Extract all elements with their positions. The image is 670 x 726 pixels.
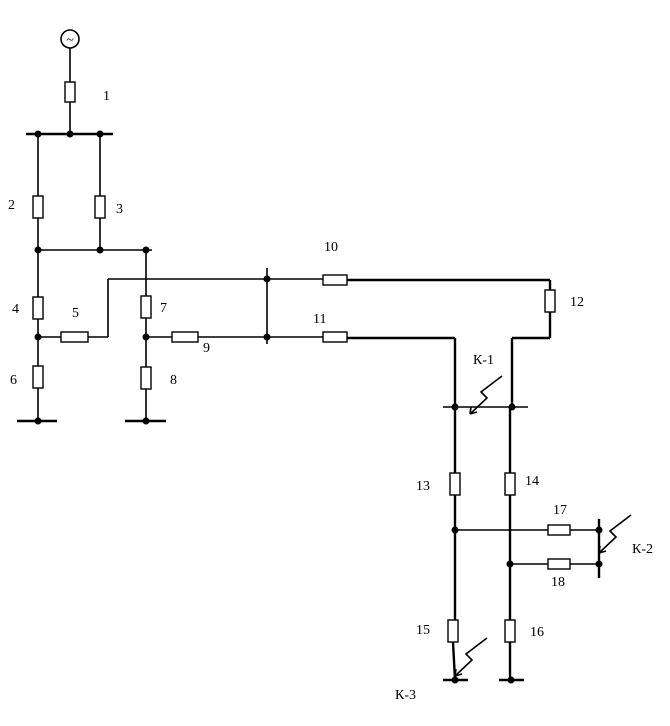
label-4: 4 (12, 302, 19, 317)
fault-k3-icon (454, 637, 488, 677)
label-5: 5 (72, 306, 79, 321)
fault-k2-icon (598, 514, 632, 554)
label-11: 11 (313, 312, 326, 327)
label-2: 2 (8, 198, 15, 213)
element-13 (449, 472, 461, 496)
element-9 (171, 331, 199, 343)
element-2 (32, 195, 44, 219)
element-6 (32, 365, 44, 389)
label-15: 15 (416, 623, 430, 638)
label-14: 14 (525, 474, 539, 489)
label-6: 6 (10, 373, 17, 388)
element-8 (140, 366, 152, 390)
label-7: 7 (160, 301, 167, 316)
element-15 (447, 619, 459, 643)
label-k1: К-1 (473, 353, 494, 368)
label-9: 9 (203, 341, 210, 356)
label-1: 1 (103, 89, 110, 104)
element-5 (60, 331, 89, 343)
label-12: 12 (570, 295, 584, 310)
generator-source: ~ (60, 29, 80, 49)
label-17: 17 (553, 503, 567, 518)
element-1 (64, 81, 76, 103)
element-7 (140, 295, 152, 319)
element-3 (94, 195, 106, 219)
element-14 (504, 472, 516, 496)
source-symbol: ~ (66, 33, 74, 48)
label-18: 18 (551, 575, 565, 590)
label-k3: К-3 (395, 688, 416, 703)
element-11 (322, 331, 348, 343)
fault-k1-icon (469, 375, 503, 415)
label-13: 13 (416, 479, 430, 494)
label-10: 10 (324, 240, 338, 255)
element-12 (544, 289, 556, 313)
element-4 (32, 296, 44, 320)
element-16 (504, 619, 516, 643)
label-16: 16 (530, 625, 544, 640)
label-k2: К-2 (632, 542, 653, 557)
element-17 (547, 524, 571, 536)
label-8: 8 (170, 373, 177, 388)
element-18 (547, 558, 571, 570)
label-3: 3 (116, 202, 123, 217)
element-10 (322, 274, 348, 286)
